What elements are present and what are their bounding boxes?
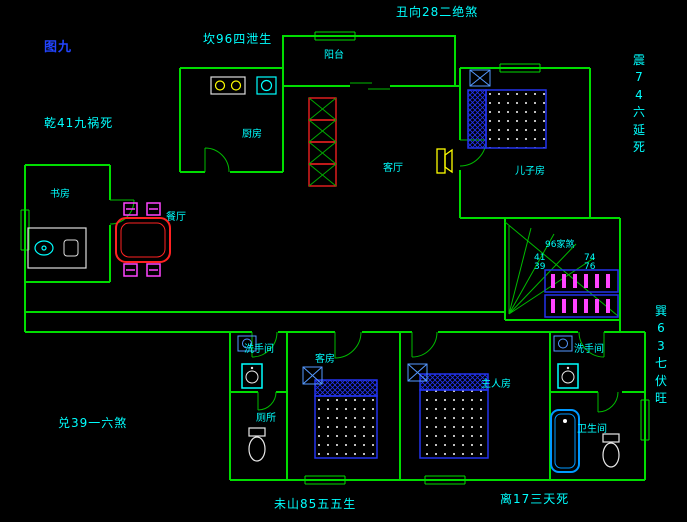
door-guest-room: [334, 331, 362, 359]
bed-sons-pillow: [467, 89, 487, 149]
bed-master-pillow: [419, 373, 489, 391]
label-annotation-kan: 坎96四泄生: [203, 32, 273, 46]
walls: [24, 35, 646, 481]
label-room-living: 客厅: [383, 163, 403, 174]
doors: [109, 82, 619, 413]
wall-kitchen: [179, 67, 284, 173]
label-room-guest: 客房: [315, 354, 335, 365]
basin-left: [241, 363, 263, 389]
wardrobes: [237, 69, 573, 385]
door-toilet: [257, 391, 277, 411]
stairs-diagonal: [504, 221, 619, 317]
label-stairs-num-bottom-right: 76: [584, 262, 596, 272]
washing-machine-right: [553, 335, 573, 352]
basin-right: [557, 363, 579, 389]
dining-chairs: [123, 202, 161, 277]
stairs-bench-top: [544, 269, 619, 293]
label-room-kitchen: 厨房: [242, 129, 262, 140]
door-study: [109, 199, 135, 225]
dining-chair: [146, 202, 161, 216]
door-bathroom: [597, 391, 619, 413]
window-guest-room: [304, 475, 346, 485]
stairs-bench-top-ticks: [551, 274, 610, 288]
bed-guest-mattress: [314, 395, 378, 459]
wardrobe-sons-room: [469, 69, 491, 87]
door-washroom-right: [578, 331, 605, 358]
label-room-sons-room: 儿子房: [515, 166, 545, 177]
study-computer: [34, 240, 54, 256]
label-annotation-weishan: 未山85五五生: [274, 497, 357, 511]
study-chair: [63, 239, 79, 257]
stairs-flight: [504, 221, 619, 317]
dining-chair: [123, 263, 138, 277]
label-room-dining: 餐厅: [166, 212, 186, 223]
kitchen-sink: [256, 76, 277, 95]
bed-master-room: [419, 373, 489, 459]
dining-chair: [146, 263, 161, 277]
stairs-fan-lines: [508, 226, 595, 315]
bed-master-mattress: [419, 389, 489, 459]
wardrobe-master-room: [407, 363, 428, 382]
dining-table: [115, 217, 171, 263]
dining-chair: [123, 202, 138, 216]
wall-study: [24, 164, 111, 312]
label-annotation-dui: 兑39一六煞: [58, 416, 128, 430]
figure-caption: 图九: [44, 40, 73, 55]
stairs-bench-bottom-ticks: [551, 299, 610, 313]
window-study: [20, 209, 30, 251]
window-bathroom: [640, 399, 650, 441]
door-kitchen: [204, 147, 230, 173]
bed-guest-room: [314, 379, 378, 459]
label-room-master: 主人房: [481, 379, 511, 390]
label-room-toilet: 厕所: [256, 413, 276, 424]
washing-machine-left: [237, 335, 257, 352]
label-annotation-xun: 巽 6 3 七 伏 旺: [654, 304, 667, 405]
tv: [436, 148, 453, 174]
bed-sons-room: [467, 89, 547, 149]
stairs-bench-bottom: [544, 294, 619, 318]
windows: [20, 31, 650, 485]
toilet-bathroom: [602, 433, 620, 468]
label-stairs-num-bottom-left: 39: [534, 262, 546, 272]
label-stairs-num-top-left: 41: [534, 253, 546, 263]
label-room-study: 书房: [50, 189, 70, 200]
label-room-washroom-right: 洗手间: [574, 344, 604, 355]
wall-corridor: [24, 311, 645, 333]
label-stairs-caption: 96家煞: [545, 240, 575, 250]
bathtub: [550, 409, 580, 473]
label-annotation-top: 丑向28二绝煞: [396, 5, 479, 19]
kitchen-stove: [210, 76, 246, 95]
sofa-cushion-pattern: [308, 97, 337, 187]
label-annotation-qian: 乾41九祸死: [44, 116, 114, 130]
wall-bottom-rooms: [229, 332, 646, 481]
label-stairs-num-top-right: 74: [584, 253, 596, 263]
label-annotation-li: 离17三天死: [500, 492, 570, 506]
bed-guest-pillow: [314, 379, 378, 397]
door-master-room: [411, 331, 438, 358]
bed-sons-mattress: [485, 89, 547, 149]
study-desk: [27, 227, 87, 269]
wall-stairs-room: [504, 218, 621, 332]
wardrobe-guest-room: [302, 366, 323, 385]
window-balcony: [314, 31, 356, 41]
label-annotation-zhen: 震 7 4 六 延 死: [632, 53, 645, 154]
window-sons-room: [499, 63, 541, 73]
label-room-bathroom: 卫生间: [577, 424, 607, 435]
label-room-balcony: 阳台: [324, 50, 344, 61]
sofa: [308, 97, 337, 187]
window-master-room: [424, 475, 466, 485]
wall-sons-room: [459, 67, 620, 219]
wall-balcony: [282, 35, 456, 86]
toilet-left: [248, 427, 266, 462]
label-room-washroom-left: 洗手间: [244, 344, 274, 355]
door-balcony-slider: [350, 82, 390, 90]
